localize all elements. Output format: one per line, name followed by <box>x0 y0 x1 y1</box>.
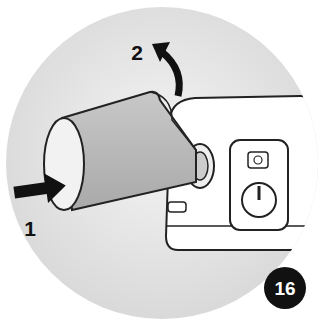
push-arrow <box>12 171 68 208</box>
callout-number: 2 <box>131 42 143 63</box>
knob <box>242 183 276 217</box>
mouthpiece-edge <box>150 92 196 150</box>
button <box>248 152 268 168</box>
knob-pointer <box>258 186 261 200</box>
indicator <box>168 202 186 212</box>
rotate-arrow <box>162 52 179 96</box>
step-badge <box>264 267 306 309</box>
background-circle <box>6 7 318 319</box>
front-panel <box>230 140 288 230</box>
callout-number: 1 <box>24 218 36 239</box>
button-symbol <box>254 156 262 164</box>
callout-number: 16 <box>274 279 295 298</box>
rotate-arrowhead <box>152 42 170 62</box>
